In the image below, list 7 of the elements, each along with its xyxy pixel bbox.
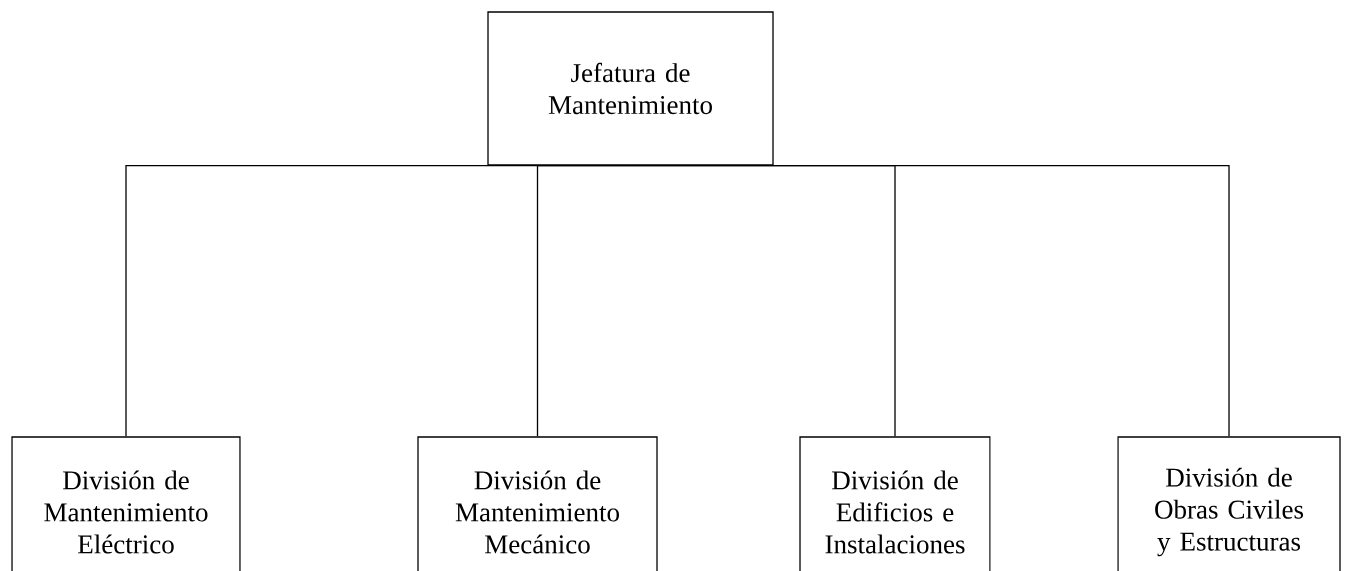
- org-box: Jefatura de Mantenimiento: [487, 11, 774, 166]
- org-box: División de Edificios e Instalaciones: [799, 436, 991, 571]
- org-box: División de Mantenimiento Mecánico: [417, 436, 658, 571]
- connector-line: [536, 165, 632, 437]
- org-box: División de Obras Civiles y Estructuras: [1117, 436, 1341, 571]
- connector-line: [629, 165, 1230, 437]
- org-box: División de Mantenimiento Eléctrico: [11, 436, 241, 571]
